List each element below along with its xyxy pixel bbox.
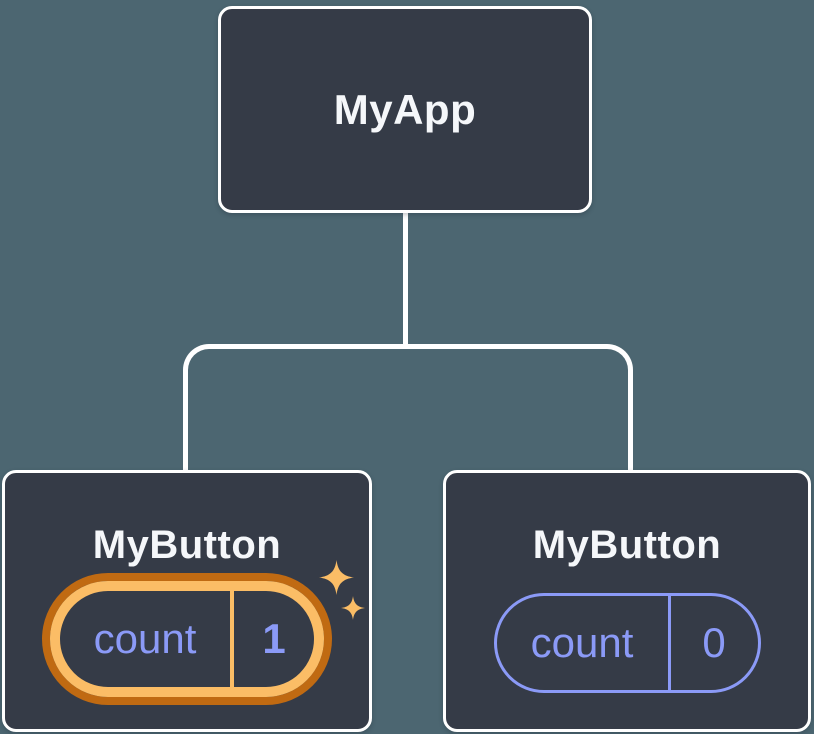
state-pill-divider: [667, 596, 671, 690]
state-key: count: [530, 619, 634, 666]
state-value: 1: [262, 615, 286, 662]
state-value: 0: [702, 619, 726, 666]
state-key: count: [93, 615, 197, 662]
tree-node-mybutton-right: MyButton count 0: [443, 470, 811, 732]
state-pill-highlighted: count 1: [50, 581, 324, 697]
tree-node-mybutton-left: MyButton count 1: [2, 470, 372, 732]
node-label: MyButton: [92, 523, 282, 567]
node-label: MyButton: [532, 523, 722, 567]
state-pill-divider: [230, 591, 234, 687]
tree-node-myapp: MyApp: [218, 6, 592, 213]
connector-bracket: [183, 344, 633, 475]
connector-trunk: [403, 211, 408, 347]
state-pill: count 0: [493, 593, 761, 693]
node-label: MyApp: [333, 85, 477, 133]
